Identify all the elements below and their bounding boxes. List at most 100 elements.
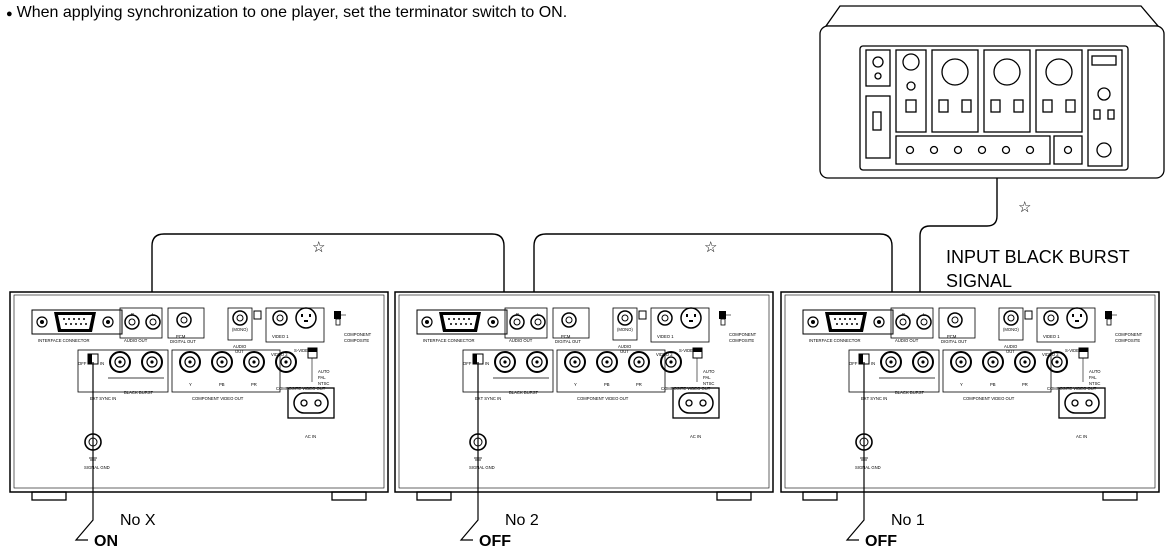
video1-label: VIDEO 1 <box>1043 334 1060 339</box>
panel-labels-no-x: INTERFACE CONNECTOR R L AUDIO OUT PCM DI… <box>38 312 372 470</box>
composite-label: COMPOSITE <box>1115 338 1140 343</box>
pb-label: PB <box>990 382 996 387</box>
ext-sync-in-label: EXT SYNC IN <box>861 396 887 401</box>
terminator-state-no-x: ON <box>94 533 118 550</box>
off-label: OFF <box>463 361 472 366</box>
auto-label: AUTO <box>318 369 330 374</box>
black-burst-input-label: INPUT BLACK BURST <box>946 247 1130 267</box>
component-video-out-label: COMPONENT VIDEO OUT <box>963 396 1015 401</box>
pcm-label: PCM <box>947 334 957 339</box>
ac-in-label: AC IN <box>690 434 701 439</box>
out-label: OUT <box>1006 349 1015 354</box>
audio-label: AUDIO <box>618 344 632 349</box>
ext-sync-in-label: EXT SYNC IN <box>90 396 116 401</box>
signal-gnd-label: SIGNAL GND <box>84 465 110 470</box>
composite-label: COMPOSITE <box>344 338 369 343</box>
y-label: Y <box>574 382 577 387</box>
pb-label: PB <box>219 382 225 387</box>
panel-labels-no-2: INTERFACE CONNECTOR R L AUDIO OUT PCM DI… <box>423 312 757 470</box>
terminator-state-no-1: OFF <box>865 533 897 550</box>
component-label: COMPONENT <box>729 332 757 337</box>
player-name-no-2: No 2 <box>505 512 539 529</box>
digital-out-label: DIGITAL OUT <box>555 339 581 344</box>
composite-video-out-label: COMPOSITE VIDEO OUT <box>276 386 326 391</box>
audio-r-label: R <box>131 312 134 317</box>
panel-labels-no-1: INTERFACE CONNECTOR R L AUDIO OUT PCM DI… <box>809 312 1143 470</box>
interface-connector-label: INTERFACE CONNECTOR <box>38 338 90 343</box>
signal-gnd-label: SIGNAL GND <box>469 465 495 470</box>
ntsc-label: NTSC <box>1089 381 1100 386</box>
ext-sync-in-label: EXT SYNC IN <box>475 396 501 401</box>
pr-label: PR <box>636 382 642 387</box>
audio-l-label: L <box>152 312 155 317</box>
black-burst-label: BLACK BURST <box>509 390 539 395</box>
black-burst-input-label-2: SIGNAL <box>946 271 1013 291</box>
off-label: OFF <box>849 361 858 366</box>
sync-generator-device <box>819 5 1165 179</box>
digital-out-label: DIGITAL OUT <box>170 339 196 344</box>
component-label: COMPONENT <box>344 332 372 337</box>
audio-l-label: L <box>923 312 926 317</box>
digital-out-label: DIGITAL OUT <box>941 339 967 344</box>
cable-marker-generator: ☆ <box>1018 199 1031 216</box>
terminator-leaders <box>74 362 865 541</box>
component-label: COMPONENT <box>1115 332 1143 337</box>
audio-out-label: AUDIO OUT <box>509 338 533 343</box>
video2-label: VIDEO 2 <box>656 352 673 357</box>
s-video-label: S-VIDEO <box>1065 348 1083 353</box>
pcm-label: PCM <box>561 334 571 339</box>
instruction-text: ●When applying synchronization to one pl… <box>6 4 567 23</box>
video2-label: VIDEO 2 <box>1042 352 1059 357</box>
component-video-out-label: COMPONENT VIDEO OUT <box>577 396 629 401</box>
audio-l-label: L <box>537 312 540 317</box>
ac-in-label: AC IN <box>1076 434 1087 439</box>
video1-label: VIDEO 1 <box>657 334 674 339</box>
in-label: IN <box>485 361 489 366</box>
black-burst-label: BLACK BURST <box>124 390 154 395</box>
y-label: Y <box>960 382 963 387</box>
signal-gnd-label: SIGNAL GND <box>855 465 881 470</box>
cable-no2-to-nox <box>151 233 505 352</box>
pal-label: PAL <box>703 375 711 380</box>
player-name-no-x: No X <box>120 512 156 529</box>
s-video-label: S-VIDEO <box>679 348 697 353</box>
out-label: OUT <box>235 349 244 354</box>
ac-in-label: AC IN <box>305 434 316 439</box>
audio-label: AUDIO <box>1004 344 1018 349</box>
pb-label: PB <box>604 382 610 387</box>
composite-label: COMPOSITE <box>729 338 754 343</box>
component-video-out-label: COMPONENT VIDEO OUT <box>192 396 244 401</box>
composite-video-out-label: COMPOSITE VIDEO OUT <box>661 386 711 391</box>
mono-label: (MONO) <box>617 327 633 332</box>
auto-label: AUTO <box>1089 369 1101 374</box>
off-label: OFF <box>78 361 87 366</box>
mono-label: (MONO) <box>232 327 248 332</box>
in-label: IN <box>871 361 875 366</box>
mono-label: (MONO) <box>1003 327 1019 332</box>
instruction-label: When applying synchronization to one pla… <box>16 4 568 21</box>
audio-out-label: AUDIO OUT <box>124 338 148 343</box>
y-label: Y <box>189 382 192 387</box>
bullet-icon: ● <box>6 8 13 20</box>
video2-label: VIDEO 2 <box>271 352 288 357</box>
ntsc-label: NTSC <box>703 381 714 386</box>
cable-marker-no2-nox: ☆ <box>312 239 325 256</box>
pr-label: PR <box>1022 382 1028 387</box>
audio-label: AUDIO <box>233 344 247 349</box>
s-video-label: S-VIDEO <box>294 348 312 353</box>
cable-no1-to-no2 <box>533 233 893 352</box>
auto-label: AUTO <box>703 369 715 374</box>
pal-label: PAL <box>318 375 326 380</box>
ntsc-label: NTSC <box>318 381 329 386</box>
composite-video-out-label: COMPOSITE VIDEO OUT <box>1047 386 1097 391</box>
pr-label: PR <box>251 382 257 387</box>
pal-label: PAL <box>1089 375 1097 380</box>
audio-out-label: AUDIO OUT <box>895 338 919 343</box>
terminator-state-no-2: OFF <box>479 533 511 550</box>
cable-generator-to-no1 <box>919 178 998 352</box>
black-burst-label: BLACK BURST <box>895 390 925 395</box>
player-name-no-1: No 1 <box>891 512 925 529</box>
video1-label: VIDEO 1 <box>272 334 289 339</box>
pcm-label: PCM <box>176 334 186 339</box>
interface-connector-label: INTERFACE CONNECTOR <box>809 338 861 343</box>
